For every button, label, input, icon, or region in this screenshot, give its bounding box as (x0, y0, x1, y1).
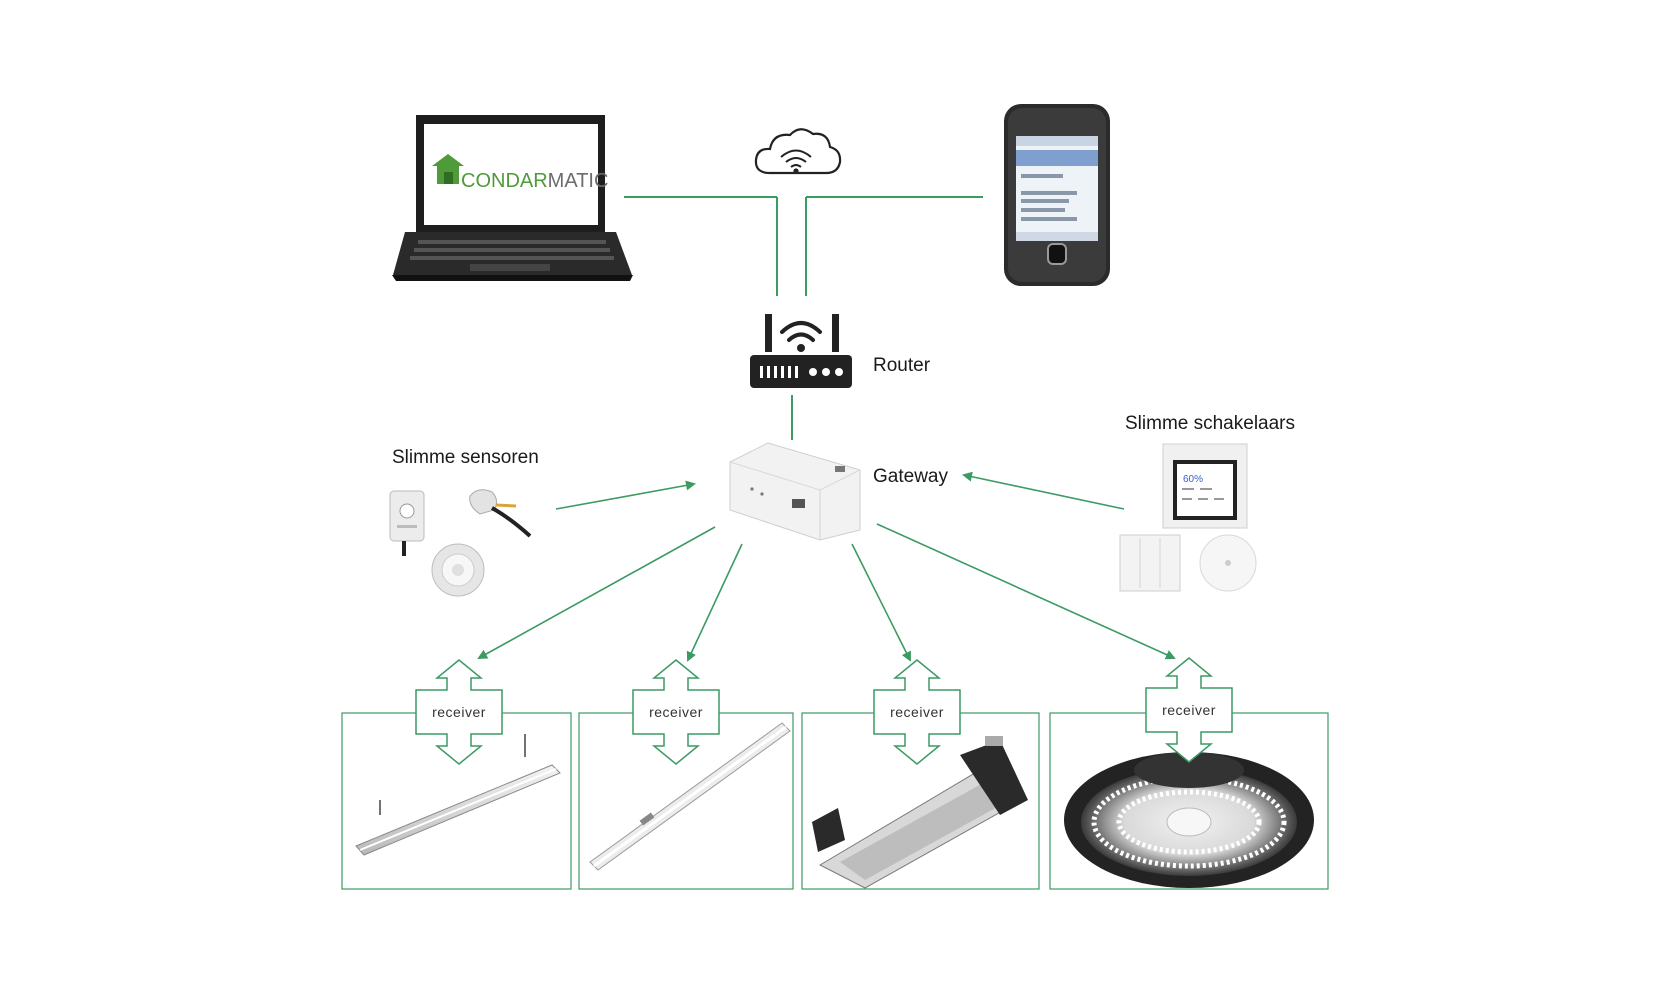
switch-panel-percent: 60% (1183, 474, 1203, 485)
receiver-icons: receiver receiver receiver receiver (415, 657, 1233, 765)
sensor-arrow (555, 480, 696, 510)
linear-lamp-2 (589, 722, 791, 871)
receiver-double-arrow-icon (873, 659, 961, 765)
receiver-icon: receiver (873, 659, 961, 765)
linear-lamp-1 (355, 734, 561, 856)
gateway-arrow-1 (477, 526, 716, 659)
receiver-double-arrow-icon (1145, 657, 1233, 763)
switch-devices: 60% (1119, 443, 1257, 592)
condarmatic-logo: CONDARMATIC (432, 154, 608, 192)
receiver-icon: receiver (415, 659, 503, 765)
receiver-double-arrow-icon (632, 659, 720, 765)
svg-text:CONDARMATIC: CONDARMATIC (461, 170, 608, 192)
ufo-highbay-lamp (1064, 752, 1314, 888)
receiver-label: receiver (890, 704, 944, 720)
receiver-label: receiver (1162, 702, 1216, 718)
receiver-label: receiver (432, 704, 486, 720)
sensors-label: Slimme sensoren (392, 447, 539, 468)
receiver-double-arrow-icon (415, 659, 503, 765)
highbay-linear-lamp (812, 736, 1028, 889)
router-icon (750, 314, 852, 388)
gateway-device (729, 442, 861, 541)
connection-lines (624, 196, 983, 440)
sensor-devices (389, 489, 532, 597)
gateway-arrow-4 (876, 523, 1176, 660)
router-label: Router (873, 355, 931, 376)
smartphone (1004, 104, 1110, 286)
receiver-icon: receiver (1145, 657, 1233, 763)
arrows (477, 471, 1176, 662)
laptop: CONDARMATIC (392, 115, 633, 281)
gateway-arrow-3 (851, 543, 911, 662)
switches-label: Slimme schakelaars (1125, 413, 1295, 434)
gateway-label: Gateway (873, 466, 948, 487)
gateway-arrow-2 (686, 543, 743, 662)
cloud-wifi-icon (754, 128, 842, 175)
receiver-icon: receiver (632, 659, 720, 765)
receiver-label: receiver (649, 704, 703, 720)
switch-arrow (962, 471, 1125, 510)
